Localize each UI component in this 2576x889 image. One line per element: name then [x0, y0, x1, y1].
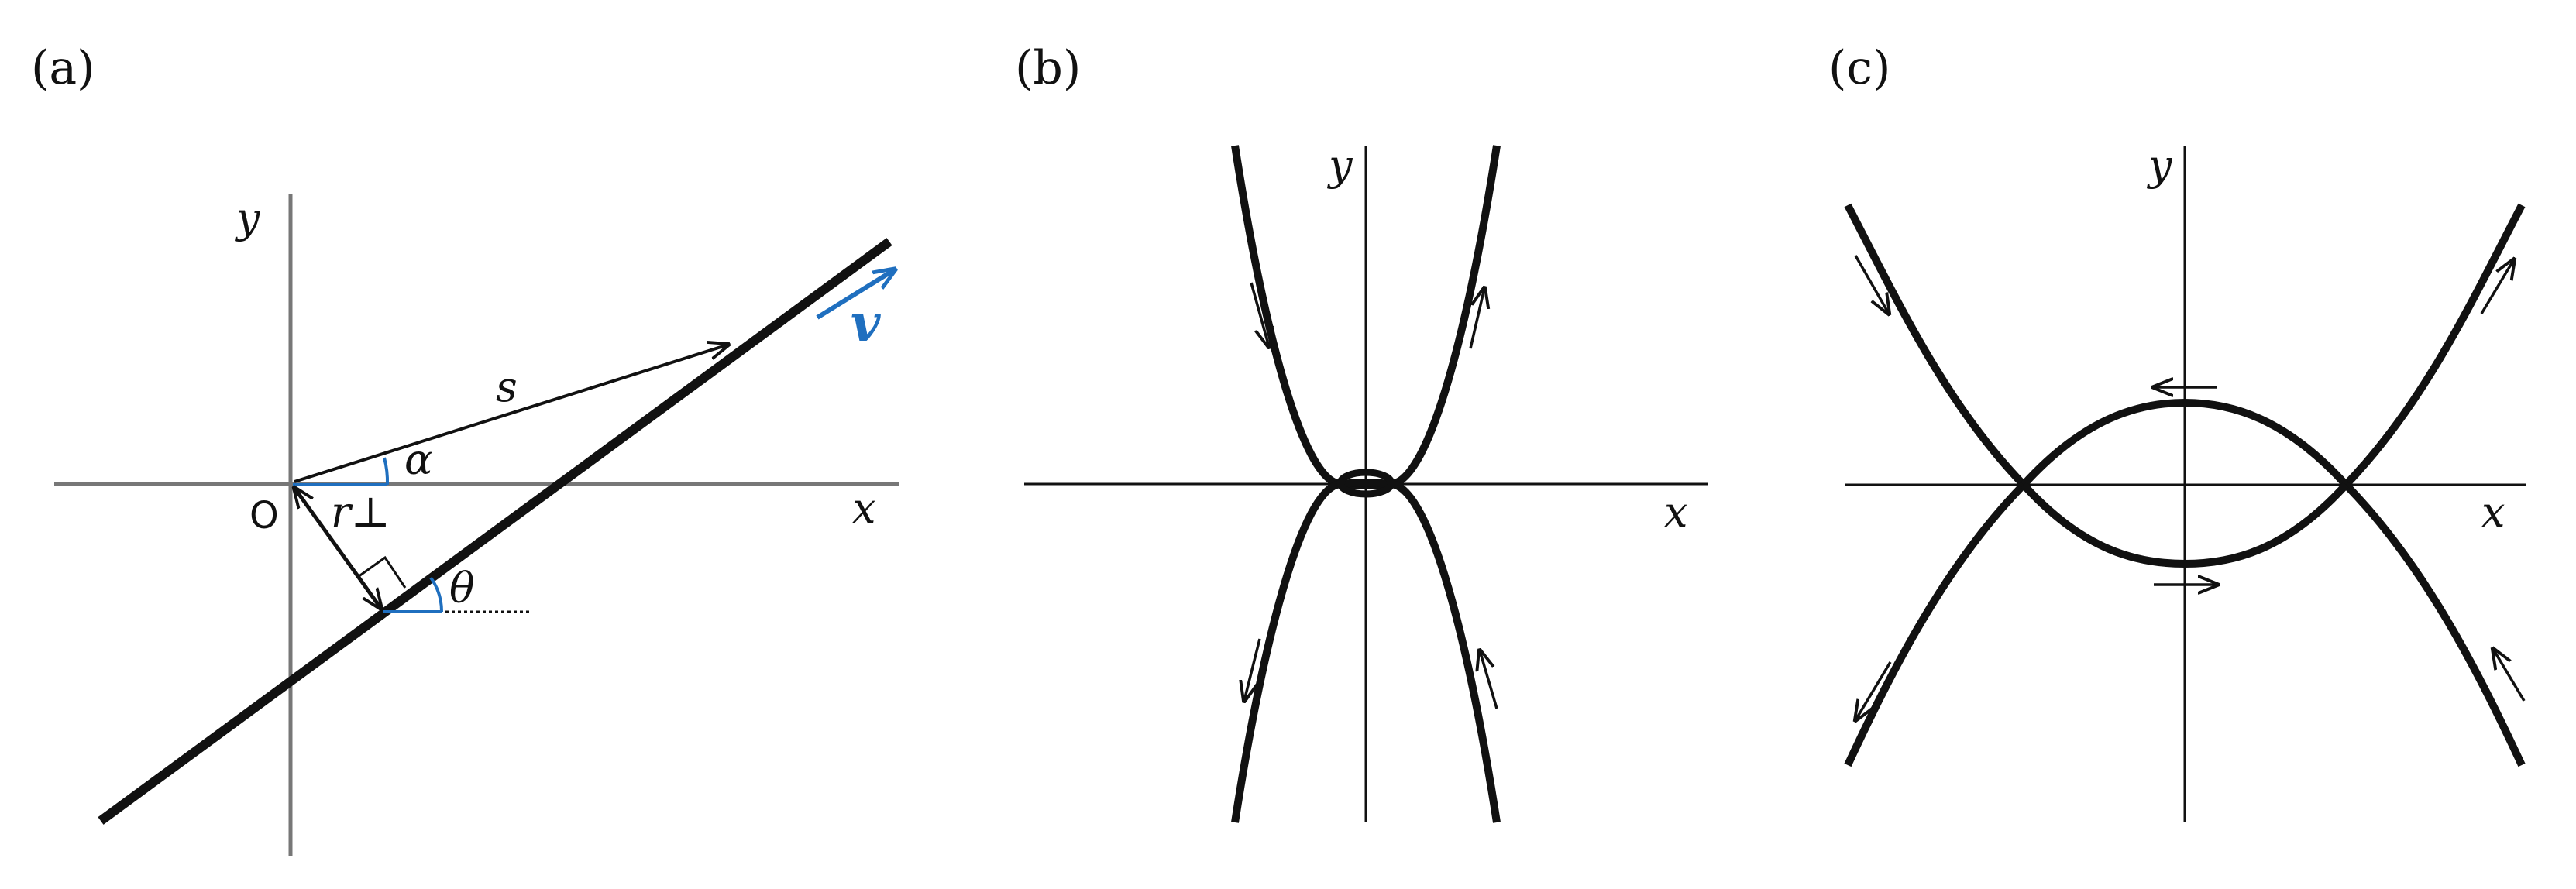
- x-axis-label-a: x: [852, 484, 875, 533]
- curve-upper-left: [1844, 203, 2027, 488]
- panel-label-c: (c): [1828, 41, 1890, 95]
- velocity-arrow: [816, 269, 895, 320]
- alpha-arc: [383, 457, 390, 486]
- flow-arrow: [1855, 661, 1892, 720]
- curve-lower-left: [1844, 482, 2027, 767]
- panel-b: (b) x y: [1015, 41, 1708, 823]
- s-label: s: [496, 362, 518, 411]
- alpha-label: α: [404, 435, 432, 484]
- theta-arc: [429, 576, 444, 613]
- flow-arrow: [1469, 288, 1484, 349]
- x-axis-label-c: x: [2481, 488, 2505, 537]
- r-perp-vector: [294, 488, 381, 609]
- flow-arrow: [2480, 259, 2514, 314]
- flow-arrow: [1250, 282, 1269, 347]
- trajectory-line: [98, 238, 892, 825]
- x-axis-label-b: x: [1664, 488, 1687, 537]
- flow-arrow: [1480, 650, 1498, 709]
- theta-label: θ: [449, 564, 475, 613]
- right-angle-marker: [357, 555, 407, 589]
- curve-lower-right: [2343, 482, 2526, 767]
- r-perp-label: r⊥: [331, 488, 390, 537]
- y-axis-label-c: y: [2147, 141, 2173, 190]
- panel-label-a: (a): [31, 41, 95, 95]
- central-arc-bottom: [2021, 482, 2349, 568]
- y-axis-label-b: y: [1327, 141, 1353, 190]
- y-axis-label-a: y: [235, 194, 261, 242]
- origin-loop: [1336, 469, 1395, 498]
- parabola-lower: [1231, 479, 1501, 823]
- panel-a: (a) x y O v s α r⊥ θ: [31, 41, 899, 856]
- flow-arrow: [2493, 649, 2526, 702]
- curve-upper-right: [2343, 203, 2526, 488]
- flow-arrow: [1854, 255, 1889, 314]
- panel-c: (c) x y: [1828, 41, 2526, 822]
- flow-arrow: [1244, 638, 1261, 701]
- panel-label-b: (b): [1015, 41, 1081, 95]
- velocity-label: v: [851, 293, 881, 353]
- s-vector: [294, 345, 728, 483]
- origin-label: O: [249, 494, 279, 537]
- central-arc-top: [2021, 398, 2349, 488]
